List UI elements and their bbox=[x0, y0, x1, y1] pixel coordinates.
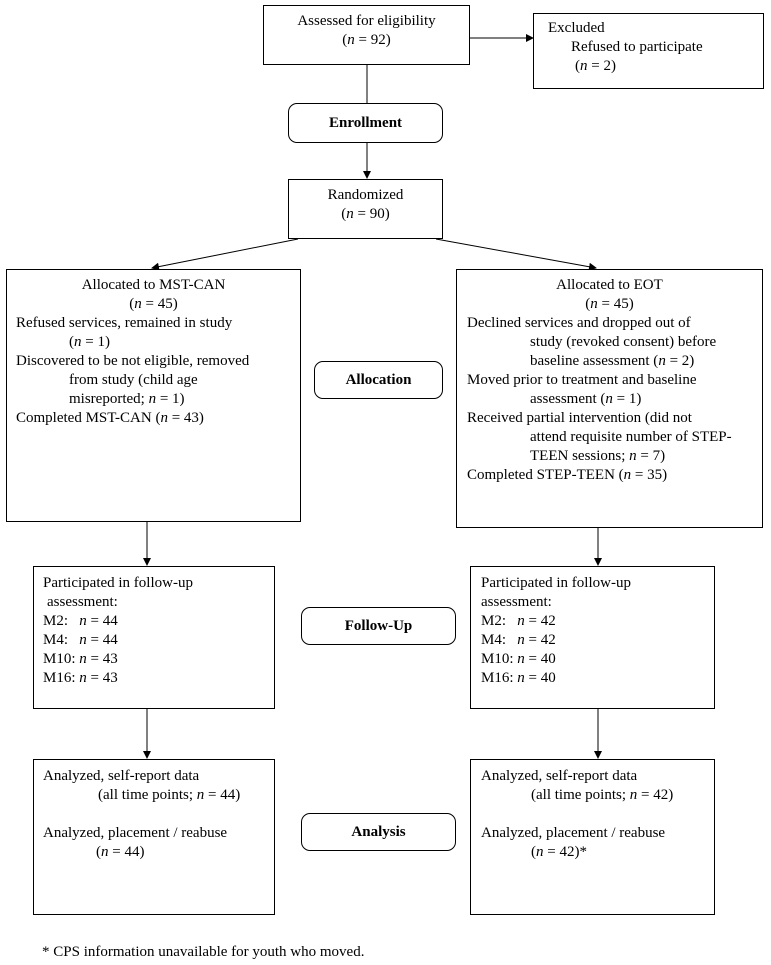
excluded-n: (n = 2) bbox=[575, 58, 616, 74]
mst-refused-n: (n = 1) bbox=[69, 334, 110, 350]
eot-declined-line-3: baseline assessment (n = 2) bbox=[530, 353, 695, 369]
eot-partial-line-2: attend requisite number of STEP- bbox=[530, 429, 732, 445]
eot-completed-line: Completed STEP-TEEN (n = 35) bbox=[467, 467, 668, 483]
eot-analysis-placement-n: (n = 42)* bbox=[531, 844, 587, 860]
eot-declined-line-2: study (revoked consent) before bbox=[530, 334, 717, 350]
stage-allocation-label: Allocation bbox=[345, 372, 412, 388]
randomized-title: Randomized bbox=[327, 187, 404, 203]
eot-moved-line-2: assessment (n = 1) bbox=[530, 391, 642, 407]
mst-followup-m10: M10: n = 43 bbox=[43, 651, 118, 667]
footnote: * CPS information unavailable for youth … bbox=[42, 944, 365, 960]
mst-analysis-selfreport: Analyzed, self-report data bbox=[43, 768, 200, 784]
eot-followup-label: Participated in follow-up bbox=[481, 575, 631, 591]
stage-analysis-label: Analysis bbox=[351, 824, 406, 840]
mst-allocation-n: (n = 45) bbox=[129, 296, 178, 312]
eot-followup-m4: M4: n = 42 bbox=[481, 632, 556, 648]
mst-allocation-title: Allocated to MST-CAN bbox=[81, 277, 226, 293]
eot-partial-line-3: TEEN sessions; n = 7) bbox=[530, 448, 666, 464]
eot-moved-line: Moved prior to treatment and baseline bbox=[467, 372, 697, 388]
mst-ineligible-line-2: from study (child age bbox=[69, 372, 198, 388]
eot-allocation-title: Allocated to EOT bbox=[556, 277, 663, 293]
stage-followup-label: Follow-Up bbox=[344, 618, 413, 634]
eot-analysis-placement: Analyzed, placement / reabuse bbox=[481, 825, 666, 841]
stage-analysis: Analysis bbox=[301, 813, 456, 851]
mst-followup-label-2: assessment: bbox=[47, 594, 118, 610]
mst-refused-line: Refused services, remained in study bbox=[16, 315, 233, 331]
mst-analysis-box: Analyzed, self-report data (all time poi… bbox=[33, 759, 275, 915]
randomized-box: Randomized (n = 90) bbox=[288, 179, 443, 239]
arrow-randomized-to-eot bbox=[435, 238, 597, 271]
excluded-title: Excluded bbox=[548, 20, 605, 36]
mst-analysis-placement-n: (n = 44) bbox=[96, 844, 145, 860]
eot-partial-line: Received partial intervention (did not bbox=[467, 410, 692, 426]
eot-analysis-box: Analyzed, self-report data (all time poi… bbox=[470, 759, 715, 915]
eot-declined-line: Declined services and dropped out of bbox=[467, 315, 691, 331]
assessed-box: Assessed for eligibility (n = 92) bbox=[263, 5, 470, 65]
mst-followup-m4: M4: n = 44 bbox=[43, 632, 118, 648]
eot-followup-box: Participated in follow-up assessment: M2… bbox=[470, 566, 715, 709]
mst-followup-box: Participated in follow-up assessment: M2… bbox=[33, 566, 275, 709]
eot-analysis-selfreport: Analyzed, self-report data bbox=[481, 768, 638, 784]
eot-followup-label-2: assessment: bbox=[481, 594, 552, 610]
mst-ineligible-line: Discovered to be not eligible, removed bbox=[16, 353, 250, 369]
excluded-reason: Refused to participate bbox=[571, 39, 703, 55]
stage-allocation: Allocation bbox=[314, 361, 443, 399]
eot-allocation-box: Allocated to EOT (n = 45) Declined servi… bbox=[456, 269, 763, 528]
mst-analysis-selfreport-n: (all time points; n = 44) bbox=[98, 787, 241, 803]
mst-allocation-box: Allocated to MST-CAN (n = 45) Refused se… bbox=[6, 269, 301, 522]
mst-followup-label: Participated in follow-up bbox=[43, 575, 193, 591]
stage-enrollment-label: Enrollment bbox=[328, 115, 403, 131]
mst-ineligible-line-3: misreported; n = 1) bbox=[69, 391, 185, 407]
mst-followup-m2: M2: n = 44 bbox=[43, 613, 118, 629]
mst-analysis-placement: Analyzed, placement / reabuse bbox=[43, 825, 228, 841]
stage-followup: Follow-Up bbox=[301, 607, 456, 645]
mst-completed-line: Completed MST-CAN (n = 43) bbox=[16, 410, 204, 426]
mst-followup-m16: M16: n = 43 bbox=[43, 670, 118, 686]
assessed-n: (n = 92) bbox=[342, 32, 391, 48]
eot-allocation-n: (n = 45) bbox=[585, 296, 634, 312]
eot-followup-m10: M10: n = 40 bbox=[481, 651, 556, 667]
randomized-n: (n = 90) bbox=[341, 206, 390, 222]
assessed-title: Assessed for eligibility bbox=[297, 13, 436, 29]
eot-analysis-selfreport-n: (all time points; n = 42) bbox=[531, 787, 674, 803]
eot-followup-m2: M2: n = 42 bbox=[481, 613, 556, 629]
stage-enrollment: Enrollment bbox=[288, 103, 443, 143]
arrow-randomized-to-mst bbox=[151, 238, 299, 271]
eot-followup-m16: M16: n = 40 bbox=[481, 670, 556, 686]
excluded-box: Excluded Refused to participate (n = 2) bbox=[533, 13, 764, 89]
